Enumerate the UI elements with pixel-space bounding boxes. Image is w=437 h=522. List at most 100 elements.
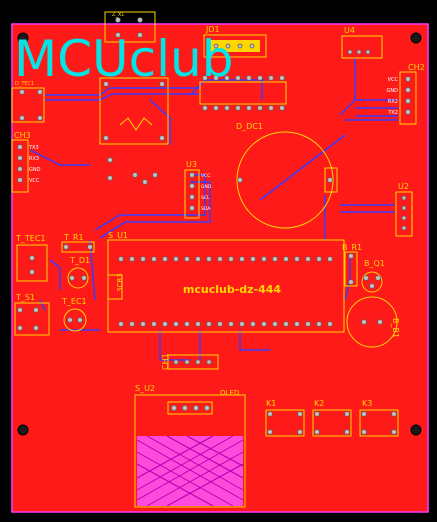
component-pad bbox=[81, 275, 87, 281]
ch2-pin-2: RX2 bbox=[388, 99, 398, 105]
mcu-pin-bottom bbox=[129, 321, 135, 327]
d-dc1-pin-top bbox=[246, 75, 252, 81]
jd1-pin bbox=[213, 43, 219, 49]
component-pad bbox=[348, 279, 354, 285]
u4-outline bbox=[341, 35, 383, 59]
mcu-pin-bottom bbox=[261, 321, 267, 327]
jd1-inner bbox=[210, 40, 260, 52]
mount-hole-bl bbox=[17, 424, 29, 436]
u3-pin-2: SCL bbox=[201, 195, 210, 201]
label-k1: K1 bbox=[266, 399, 276, 408]
label-u3: U3 bbox=[186, 160, 197, 169]
jd1-pin bbox=[237, 43, 243, 49]
ch1-pin bbox=[184, 359, 190, 365]
mcu-pin-top bbox=[327, 256, 333, 262]
u3-outline bbox=[184, 169, 200, 219]
mcu-pin-top bbox=[294, 256, 300, 262]
ch3-pin-3: VCC bbox=[29, 178, 40, 184]
ch3-pin bbox=[17, 166, 23, 172]
component-pad bbox=[33, 307, 39, 313]
pad-group bbox=[17, 17, 411, 435]
mcu-pin-bottom bbox=[305, 321, 311, 327]
key-pin bbox=[344, 429, 350, 435]
ch3-pin-1: RX3 bbox=[29, 156, 39, 162]
label-u4: U4 bbox=[344, 26, 355, 35]
mcu-pin-top bbox=[239, 256, 245, 262]
label-b-b1: B_B1 bbox=[391, 318, 400, 338]
u4-pin bbox=[356, 49, 362, 55]
ch3-pin-0: TX3 bbox=[28, 145, 39, 151]
u3-pin-labels: VCC GND SCL SDA bbox=[201, 173, 212, 212]
label-t-s1: T_S1 bbox=[15, 293, 35, 302]
mcu-pin-top bbox=[129, 256, 135, 262]
u4-pin bbox=[347, 49, 353, 55]
t-tec1-outline bbox=[16, 244, 48, 282]
b-b1-outline bbox=[346, 296, 398, 348]
key-pin bbox=[297, 429, 303, 435]
ch2-pin-0: VCC bbox=[388, 77, 399, 83]
ch3-pin-2: GND bbox=[29, 167, 41, 173]
ch2-pin bbox=[405, 76, 411, 82]
d-dc1-pin-top bbox=[279, 75, 285, 81]
mcu-pin-bottom bbox=[118, 321, 124, 327]
mcu-pin-bottom bbox=[206, 321, 212, 327]
u3-pin-1: GND bbox=[201, 184, 212, 190]
key-pin bbox=[361, 411, 367, 417]
key-pin bbox=[391, 411, 397, 417]
component-pad bbox=[19, 89, 25, 95]
oled-ribbon bbox=[136, 435, 244, 507]
mcu-pin-top bbox=[140, 256, 146, 262]
logo-text: MCUclub bbox=[14, 30, 233, 88]
battery-tab bbox=[324, 167, 338, 193]
label-ch3: CH3 bbox=[14, 131, 31, 140]
jd1-pin bbox=[249, 43, 255, 49]
mcu-pin-bottom bbox=[250, 321, 256, 327]
mcu-pin-top bbox=[283, 256, 289, 262]
component-pad bbox=[363, 275, 369, 281]
d-tec1-outline bbox=[11, 87, 45, 123]
mcu-pin-top bbox=[316, 256, 322, 262]
t-r1-outline bbox=[61, 241, 95, 253]
component-pad bbox=[137, 17, 143, 23]
label-s-u1: S_U1 bbox=[108, 231, 128, 240]
label-jd1: JD1 bbox=[205, 25, 220, 34]
component-pad bbox=[142, 179, 148, 185]
key-pin bbox=[314, 411, 320, 417]
component-pad bbox=[375, 275, 381, 281]
d-dc1-pin-bottom bbox=[213, 105, 219, 111]
d-dc1-pin-top bbox=[235, 75, 241, 81]
label-s-u2: S_U2 bbox=[135, 384, 155, 393]
oled-header bbox=[167, 401, 213, 415]
label-t-ec1: T_EC1 bbox=[61, 297, 87, 306]
mcu-pin-bottom bbox=[283, 321, 289, 327]
mcu-pin-top bbox=[261, 256, 267, 262]
ch1-pin bbox=[206, 359, 212, 365]
mcu-pin-bottom bbox=[239, 321, 245, 327]
t-s1-outline bbox=[14, 302, 50, 336]
t-d1-outline bbox=[67, 267, 89, 289]
z-xl-outline bbox=[99, 77, 169, 145]
ch1-pin bbox=[173, 359, 179, 365]
k3-outline bbox=[359, 409, 399, 437]
component-pad bbox=[132, 172, 138, 178]
silkscreen-labels: JD1 U4 CH2 CH3 D_DC1 U3 U2 S_U1 T_TEC1 T… bbox=[14, 12, 425, 408]
component-pad bbox=[17, 307, 23, 313]
ch3-pin bbox=[17, 177, 23, 183]
label-d-tec1: D_TEC1 bbox=[15, 81, 34, 87]
mcu-pin-top bbox=[162, 256, 168, 262]
mcu-pin-top bbox=[250, 256, 256, 262]
oled-pin bbox=[203, 404, 210, 411]
d-dc1-pin-top bbox=[213, 75, 219, 81]
component-pad bbox=[19, 115, 25, 121]
mcu-pin-bottom bbox=[217, 321, 223, 327]
component-pad bbox=[115, 32, 121, 38]
u3-pin bbox=[189, 183, 195, 189]
mcu-pin-bottom bbox=[184, 321, 190, 327]
d-dc1-pin-bottom bbox=[246, 105, 252, 111]
ch2-outline bbox=[399, 71, 417, 125]
mcu-pin-top bbox=[217, 256, 223, 262]
label-ch2: CH2 bbox=[408, 63, 425, 72]
mcu-pin-bottom bbox=[162, 321, 168, 327]
label-b-r1: B_R1 bbox=[342, 243, 362, 252]
ch2-pin-labels: VCC GND RX2 TX2 bbox=[387, 77, 399, 116]
